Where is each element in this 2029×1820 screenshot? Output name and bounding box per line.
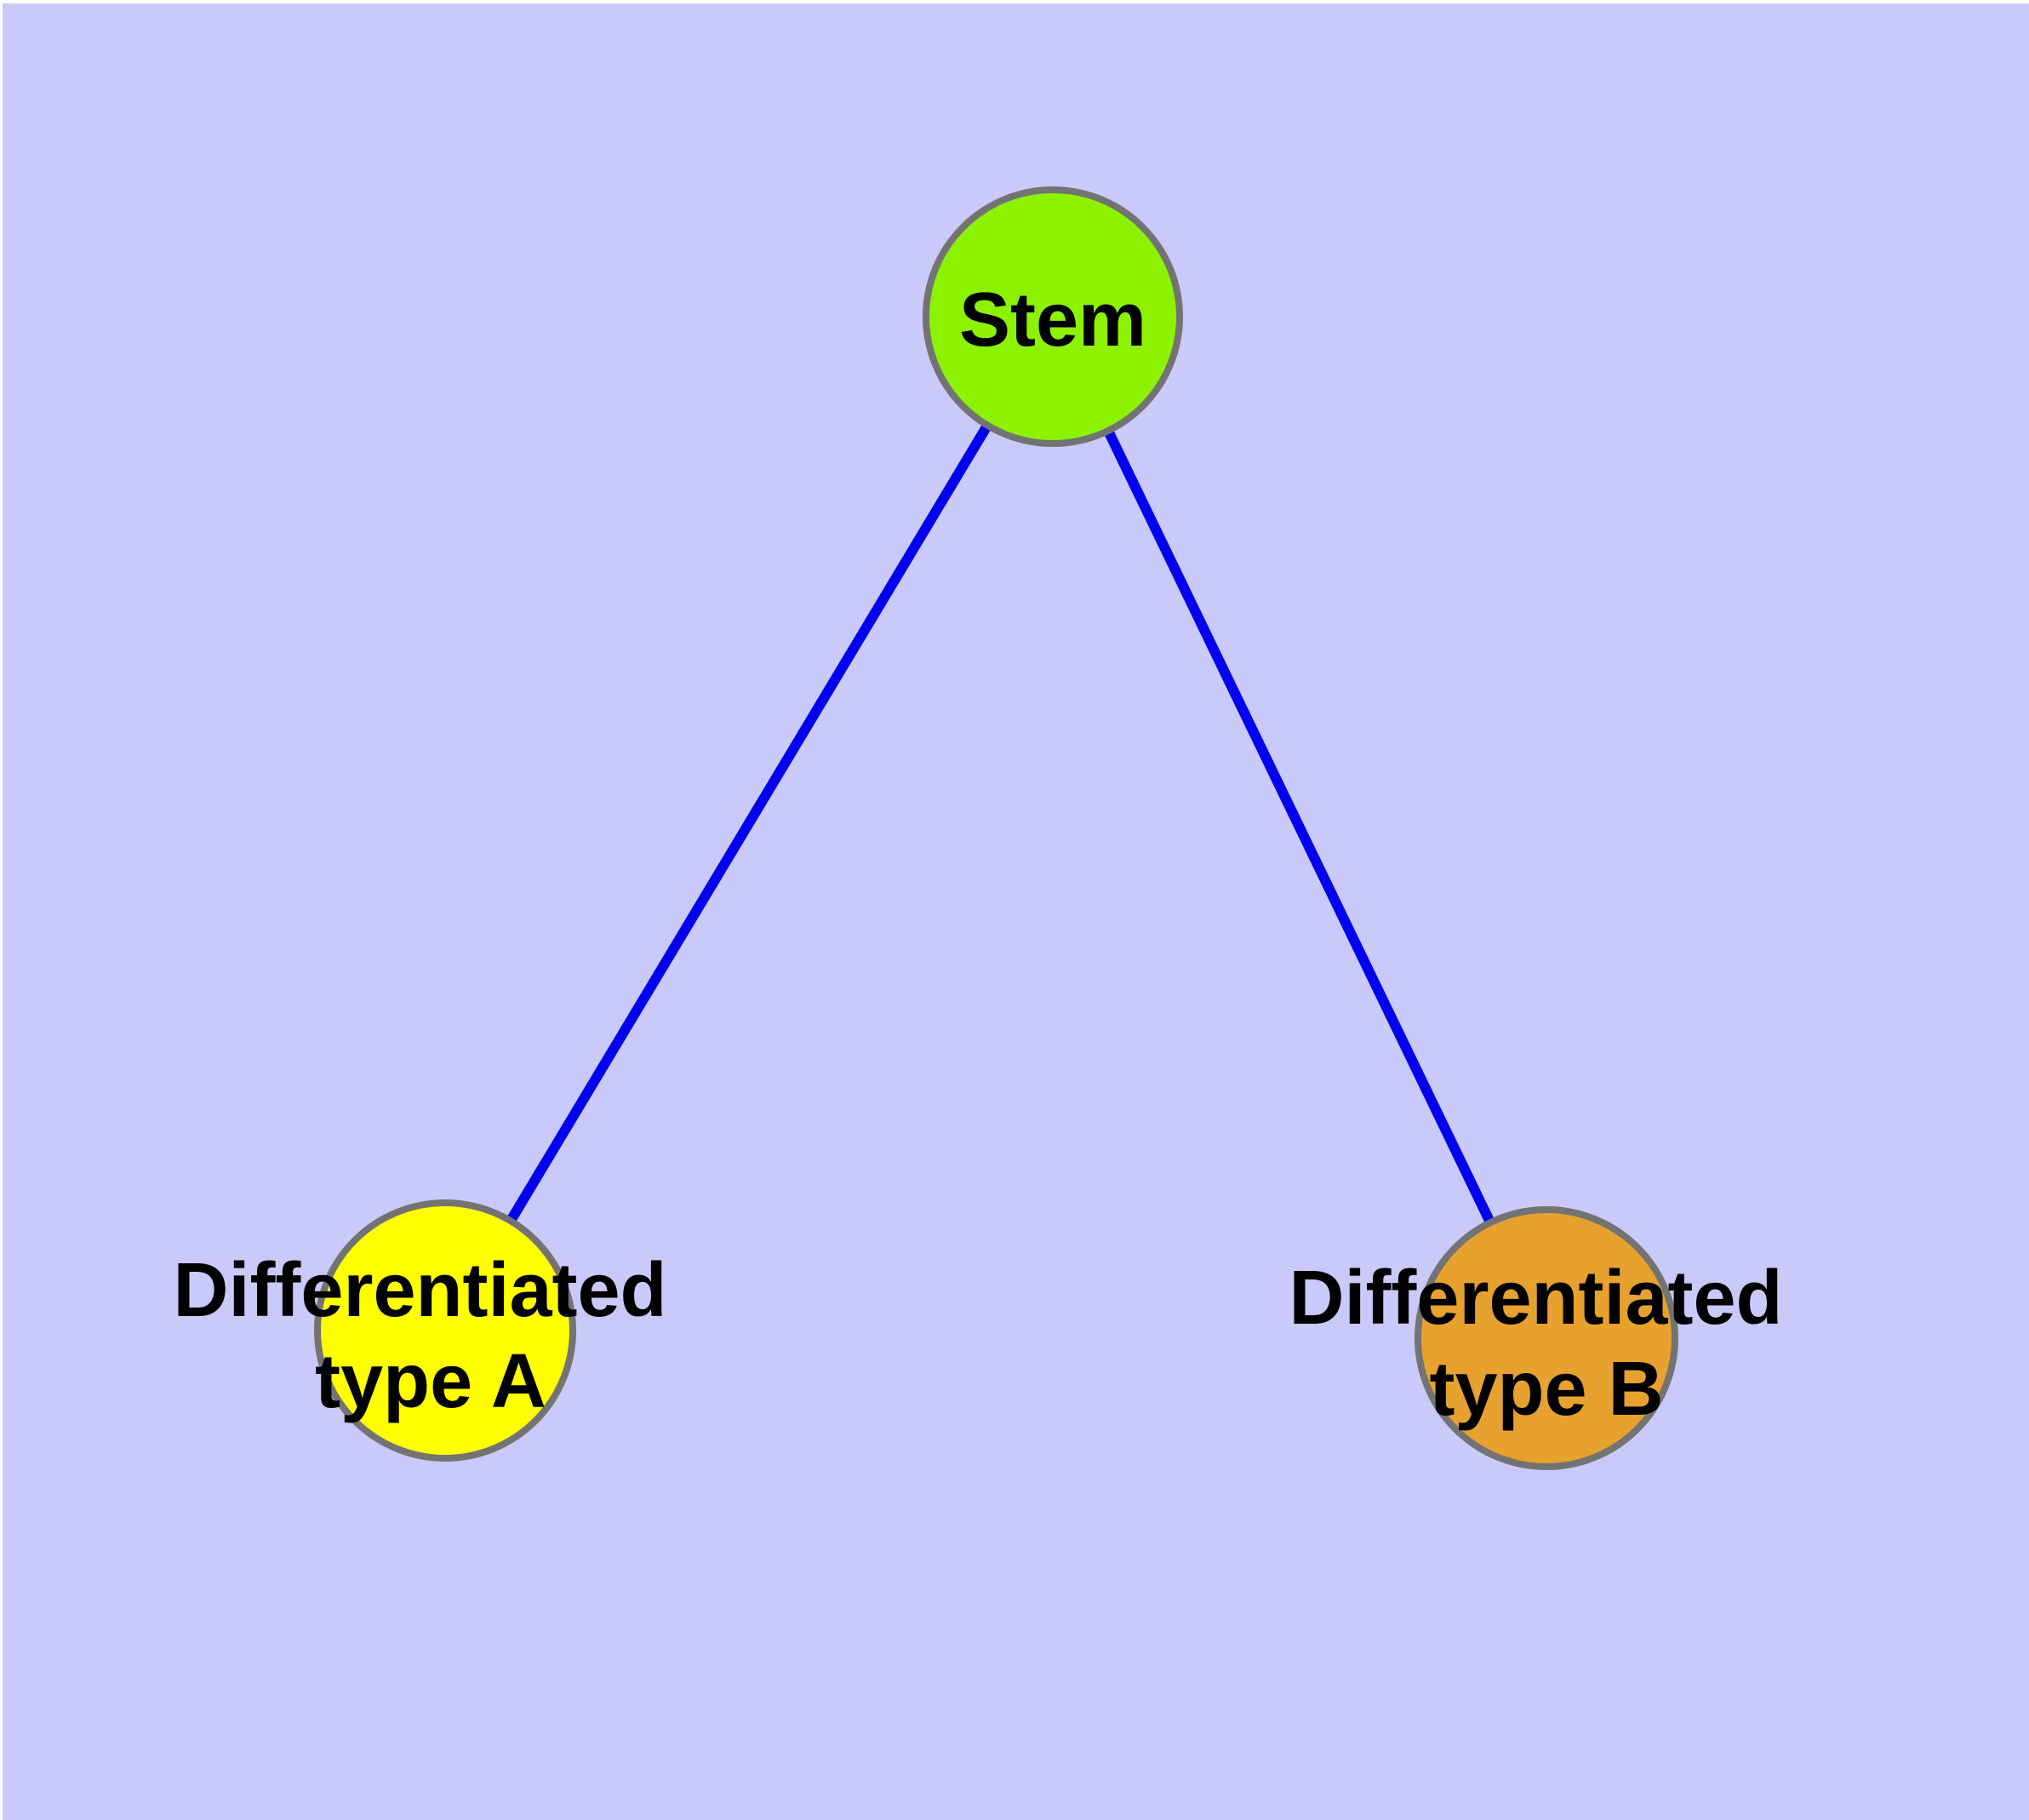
edge-stem-to-type-b [1103,428,1495,1225]
node-differentiated-type-b-label-line-2: type B [1429,1347,1663,1432]
node-stem-label: Stem [959,278,1146,363]
node-differentiated-type-b-label: Differentiated type B [1289,1256,1803,1432]
node-differentiated-type-b [1415,1206,1678,1470]
node-stem-label-line-1: Stem [959,278,1146,363]
node-differentiated-type-b-label-line-1: Differentiated [1289,1256,1782,1341]
node-stem [923,186,1183,447]
node-differentiated-type-a-label: Differentiated type A [173,1248,688,1424]
node-differentiated-type-a-label-line-1: Differentiated [173,1248,666,1333]
node-differentiated-type-a-label-line-2: type A [315,1339,546,1424]
node-differentiated-type-a [314,1199,576,1462]
edge-stem-to-type-a [506,422,992,1224]
